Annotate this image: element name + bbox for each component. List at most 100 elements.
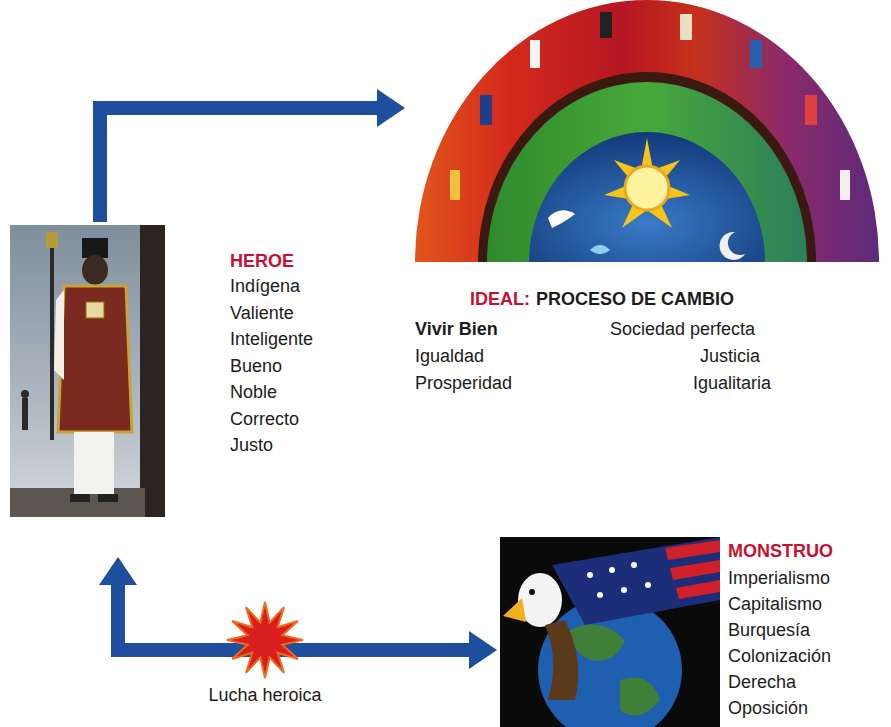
ring-figure — [600, 12, 612, 38]
stripe — [665, 540, 720, 560]
list-item: Burquesía — [728, 619, 810, 641]
flag-wing — [552, 537, 720, 625]
list-item: Justicia — [700, 345, 760, 367]
text-holder: Imperialismo — [728, 567, 830, 589]
distant-head — [21, 390, 29, 398]
eagle-body — [545, 620, 578, 700]
list-item: Igualitaria — [693, 372, 771, 394]
list-item: Igualdad — [415, 345, 484, 367]
arrow-head — [377, 89, 405, 127]
heading: IDEAL: — [470, 288, 530, 310]
star — [621, 587, 627, 593]
stripe — [670, 560, 720, 580]
ring-figure — [840, 170, 850, 200]
text-holder: Prosperidad — [415, 372, 512, 394]
text-holder: Igualitaria — [693, 372, 771, 394]
list-item: Inteligente — [230, 328, 313, 350]
text-holder: Oposición — [728, 697, 808, 719]
list-item: Indígena — [230, 275, 300, 297]
star — [609, 567, 615, 573]
arrow-head — [469, 631, 497, 669]
connector — [100, 108, 379, 222]
outer-ring — [415, 0, 879, 262]
heading: MONSTRUO — [728, 540, 833, 562]
text-holder: IDEAL: — [470, 288, 530, 310]
ring-figure — [750, 40, 762, 68]
heading: PROCESO DE CAMBIO — [536, 288, 734, 310]
hero-panel: HEROE IndígenaValienteInteligenteBuenoNob… — [8, 222, 343, 557]
ring-figure — [680, 14, 692, 40]
ideal-panel: IDEAL: PROCESO DE CAMBIO Vivir Bien Socieda… — [405, 0, 885, 400]
continent — [570, 624, 625, 660]
shoe — [98, 494, 118, 502]
door-shadow — [140, 225, 165, 517]
trousers — [74, 432, 114, 494]
text-holder: Burquesía — [728, 619, 810, 641]
ring-figure — [530, 40, 540, 68]
sun — [625, 166, 669, 210]
list-item: Imperialismo — [728, 567, 830, 589]
text-holder: Vivir Bien — [415, 318, 498, 340]
dark-band — [478, 72, 816, 262]
hero-photo — [10, 225, 165, 517]
staff — [50, 240, 54, 440]
sky — [10, 225, 165, 517]
list-item: Capitalismo — [728, 593, 822, 615]
monster-image — [500, 537, 720, 727]
shoe — [70, 494, 90, 502]
list-item: Justo — [230, 434, 273, 456]
text-holder: Derecha — [728, 671, 796, 693]
text-holder: Justicia — [700, 345, 760, 367]
list-item: Oposición — [728, 697, 808, 719]
text-holder: Capitalismo — [728, 593, 822, 615]
ideal-image — [415, 0, 879, 262]
list-item: Colonización — [728, 645, 831, 667]
staff-top — [46, 232, 58, 248]
list-item: Valiente — [230, 302, 294, 324]
eagle-beak — [503, 598, 526, 622]
text-holder: Sociedad perfecta — [610, 318, 755, 340]
continent — [620, 678, 660, 716]
list-item: Prosperidad — [415, 372, 512, 394]
star — [645, 582, 651, 588]
text-holder: Justo — [230, 434, 273, 456]
text-holder: Noble — [230, 381, 277, 403]
sleeve — [54, 290, 64, 380]
text-holder: Bueno — [230, 355, 282, 377]
list-item: Bueno — [230, 355, 282, 377]
list-item: Derecha — [728, 671, 796, 693]
star — [597, 592, 603, 598]
pendant — [86, 302, 104, 318]
edge-label: Lucha heroica — [205, 684, 324, 706]
eagle-eye — [529, 589, 535, 595]
text-holder: Inteligente — [230, 328, 313, 350]
text-holder: Igualdad — [415, 345, 484, 367]
text-holder: MONSTRUO — [728, 540, 833, 562]
list-item: Correcto — [230, 408, 299, 430]
list-item: Vivir Bien — [415, 318, 498, 340]
list-item: Noble — [230, 381, 277, 403]
arrow-head — [99, 557, 137, 585]
sun-rays — [604, 138, 690, 228]
distant-figure — [22, 398, 28, 430]
text-holder: Correcto — [230, 408, 299, 430]
starburst — [227, 602, 303, 678]
poncho — [58, 286, 132, 432]
heading: HEROE — [230, 250, 294, 272]
star — [631, 562, 637, 568]
fish — [590, 245, 610, 254]
stripe — [676, 580, 720, 599]
text-holder: Colonización — [728, 645, 831, 667]
star — [587, 572, 593, 578]
ring-figure — [480, 95, 492, 125]
dove — [548, 210, 575, 228]
text-holder: HEROE — [230, 250, 294, 272]
ring-figure — [805, 95, 817, 125]
monster-panel: MONSTRUO ImperialismoCapitalismoBurquesía… — [497, 535, 885, 727]
ring-figure — [450, 170, 460, 200]
text-holder: Indígena — [230, 275, 300, 297]
moon — [720, 232, 745, 260]
green-ring — [487, 82, 807, 262]
